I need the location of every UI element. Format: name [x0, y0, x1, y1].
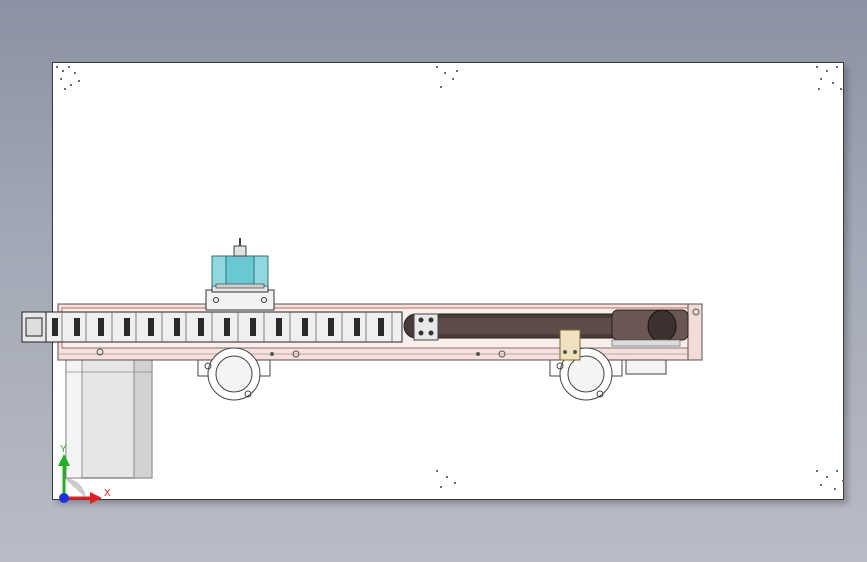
triad-base-arc — [64, 477, 86, 498]
idler-pulley[interactable] — [611, 309, 689, 347]
mounting-flange-right[interactable] — [549, 347, 667, 401]
coordinate-triad: Y X — [58, 444, 111, 504]
triad-z-axis — [59, 493, 69, 503]
drag-chain[interactable] — [21, 311, 403, 343]
triad-x-arrowhead — [90, 492, 102, 504]
mounting-flange-left[interactable] — [197, 347, 271, 401]
end-plate-right[interactable] — [687, 303, 703, 361]
corner-mark-top-right — [816, 66, 842, 90]
pneumatic-cylinder[interactable] — [211, 238, 269, 289]
corner-mark-top-left — [56, 66, 80, 90]
drawing-sheet[interactable] — [52, 62, 844, 500]
timing-belt[interactable] — [403, 313, 673, 339]
triad-x-label: X — [104, 488, 111, 499]
corner-mark-bottom-center — [436, 470, 456, 488]
sheet-corner-marks — [56, 66, 844, 490]
belt-clamp[interactable] — [413, 313, 439, 341]
triad-y-label: Y — [60, 444, 67, 455]
triad-y-arrowhead — [58, 454, 70, 466]
limit-sensor-bracket[interactable] — [559, 329, 581, 361]
servo-motor[interactable] — [65, 359, 153, 479]
corner-mark-top-center — [436, 66, 458, 88]
corner-mark-bottom-right — [816, 470, 844, 490]
